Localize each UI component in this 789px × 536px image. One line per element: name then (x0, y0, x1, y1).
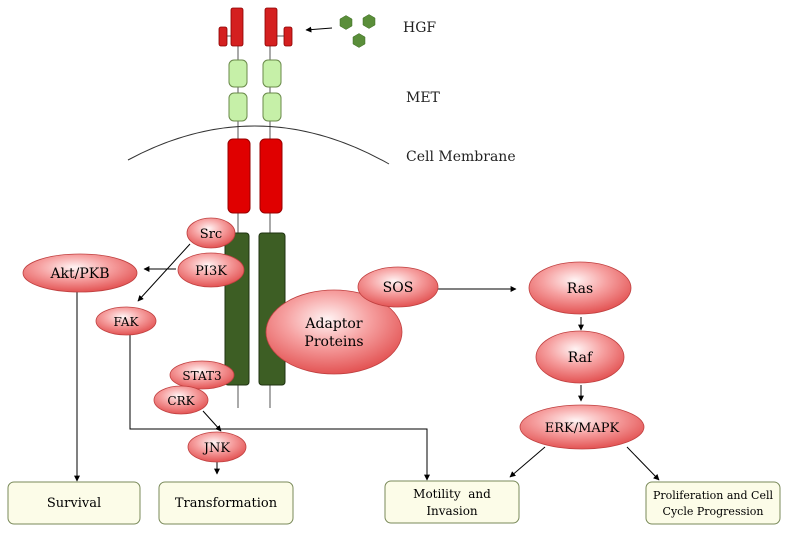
outcome-transformation: Transformation (158, 481, 294, 525)
ras-label: Ras (567, 281, 593, 297)
node-ras: Ras (528, 261, 632, 315)
node-erk-mapk: ERK/MAPK (519, 404, 645, 450)
node-adaptor-proteins: Adaptor Proteins (265, 289, 403, 375)
cell-membrane-label: Cell Membrane (406, 149, 516, 165)
adaptor-label-line1: Adaptor (304, 316, 362, 332)
node-sos: SOS (357, 266, 439, 308)
crk-label: CRK (167, 394, 195, 408)
sos-label: SOS (383, 280, 414, 296)
met-extracellular-domains (228, 59, 282, 122)
fak-label: FAK (114, 315, 140, 329)
hgf-arrow (305, 26, 333, 33)
hgf-binding-domain-left (218, 7, 244, 47)
src-to-fak-arrow (137, 243, 191, 302)
hgf-label: HGF (403, 20, 436, 36)
node-raf: Raf (535, 330, 625, 384)
outcome-proliferation: Proliferation and Cell Cycle Progression (645, 481, 781, 525)
kinase-domains (224, 232, 286, 386)
fak-to-motility-arrow (129, 333, 430, 481)
survival-label: Survival (47, 496, 101, 511)
cell-membrane-arc (127, 125, 390, 165)
motility-label-line2: Invasion (426, 504, 478, 518)
node-akt-pkb: Akt/PKB (22, 253, 138, 293)
transformation-label: Transformation (175, 496, 278, 511)
hgf-ligand-icon (339, 14, 376, 48)
pathway-connectors (74, 26, 660, 482)
node-jnk: JNK (187, 431, 247, 463)
pi3k-label: PI3K (195, 264, 227, 279)
erk-label: ERK/MAPK (545, 421, 620, 436)
motility-label-line1: Motility and (413, 487, 491, 501)
outcome-survival: Survival (7, 481, 141, 525)
transmembrane-domains (227, 138, 283, 214)
akt-label: Akt/PKB (49, 266, 109, 282)
proliferation-label-line1: Proliferation and Cell (653, 489, 773, 502)
crk-to-jnk-arrow (202, 410, 222, 432)
raf-label: Raf (568, 350, 594, 366)
node-fak: FAK (95, 306, 157, 336)
hgf-binding-domain-right (264, 7, 293, 47)
node-src: Src (186, 217, 236, 249)
erk-to-motility-arrow (509, 446, 546, 478)
adaptor-label-line2: Proteins (304, 334, 363, 350)
met-label: MET (406, 90, 441, 106)
proliferation-label-line2: Cycle Progression (663, 505, 764, 518)
node-stat3: STAT3 (169, 360, 235, 390)
jnk-label: JNK (202, 441, 231, 456)
node-pi3k: PI3K (177, 252, 245, 288)
src-label: Src (200, 227, 222, 242)
outcome-motility-invasion: Motility and Invasion (384, 480, 520, 524)
erk-to-proliferation-arrow (626, 446, 660, 481)
stat3-label: STAT3 (182, 369, 221, 383)
node-crk: CRK (153, 385, 209, 415)
